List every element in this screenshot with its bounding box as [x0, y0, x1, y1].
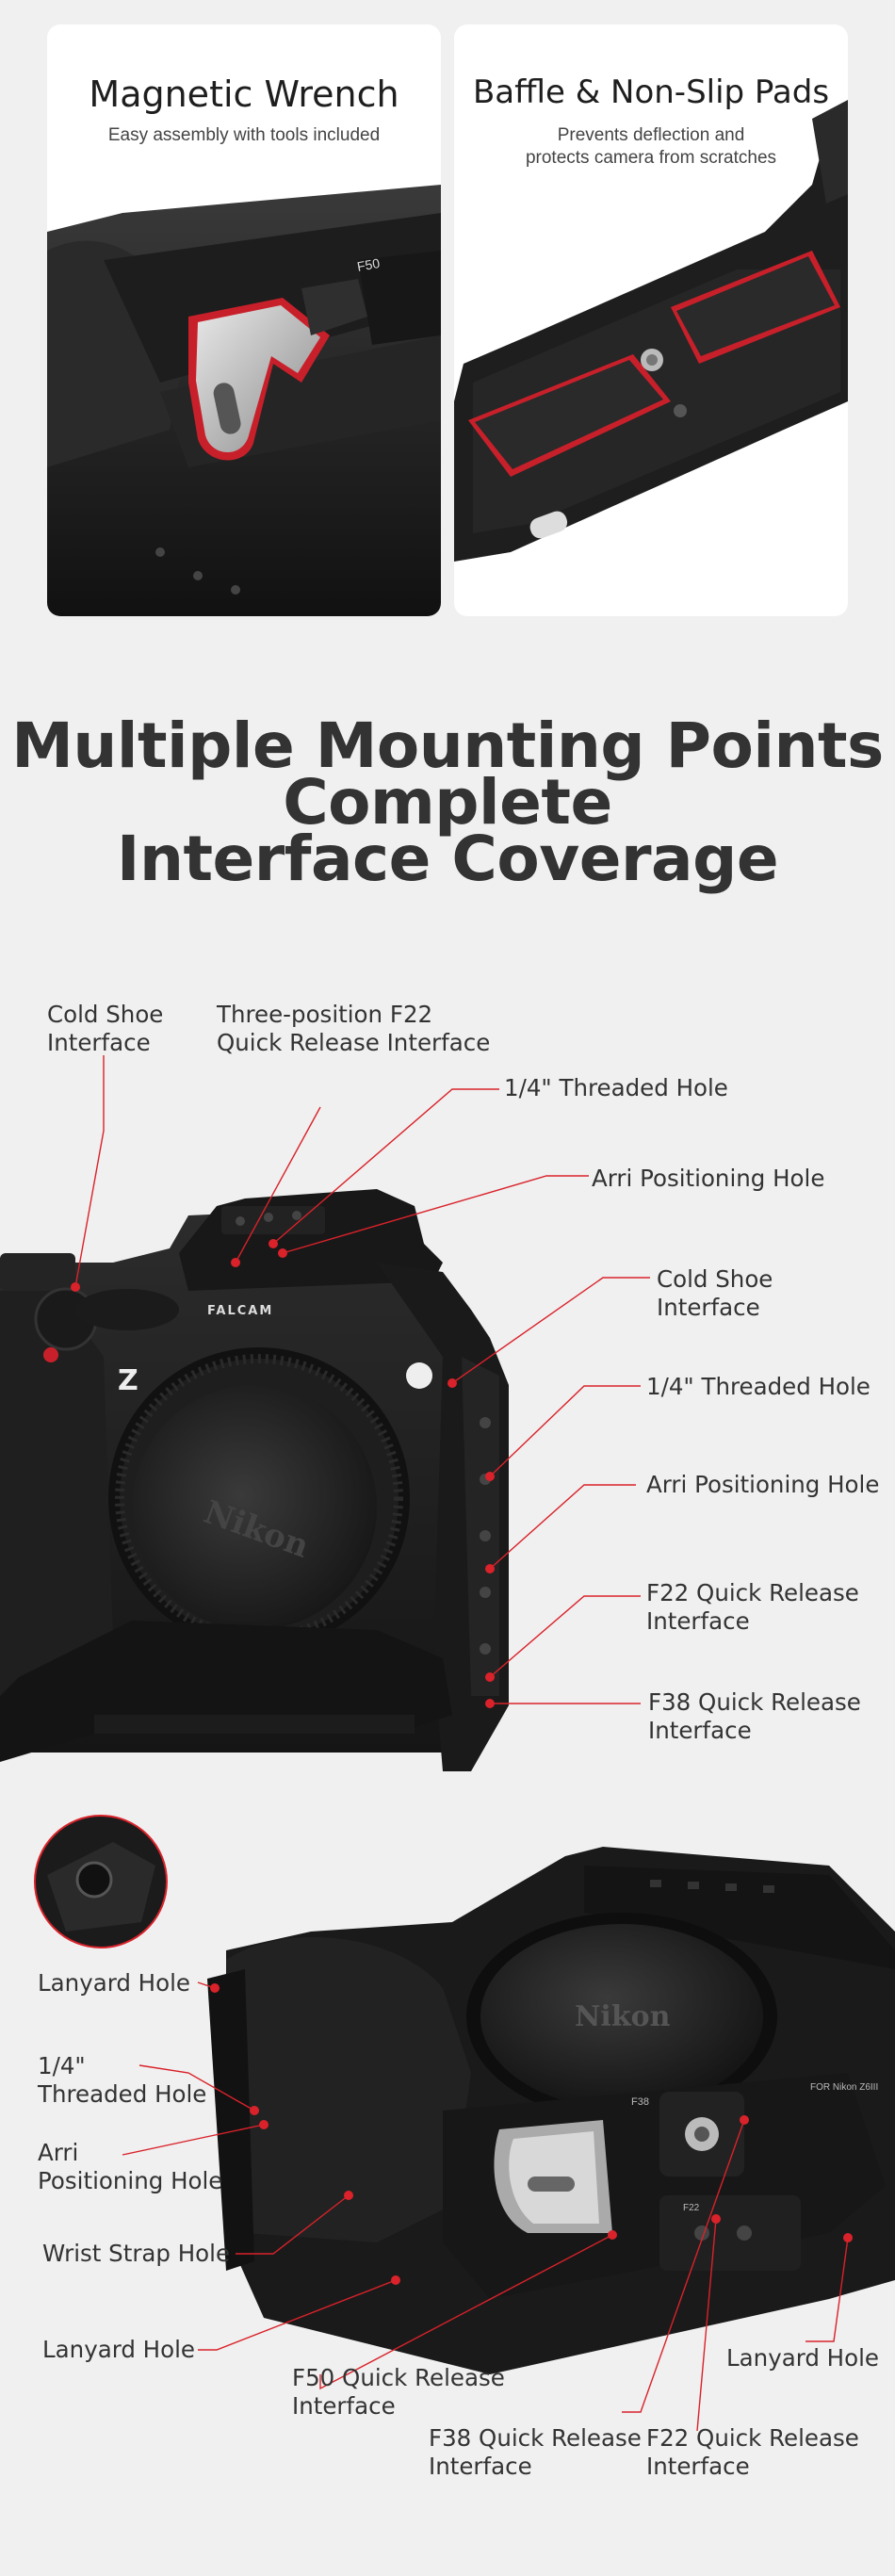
- label-line: Cold Shoe: [657, 1265, 773, 1293]
- label-line: F22 Quick Release: [646, 2424, 859, 2452]
- for-nikon-mark: FOR Nikon Z6III: [810, 2082, 878, 2093]
- section-heading: Multiple Mounting Points Complete Interf…: [0, 709, 895, 895]
- label-line: F22 Quick Release: [646, 1579, 859, 1606]
- card-subtitle-line2: protects camera from scratches: [525, 148, 777, 168]
- feature-card-magnetic-wrench: Magnetic Wrench Easy assembly with tools…: [47, 24, 441, 616]
- label-line: Quick Release Interface: [217, 1029, 491, 1056]
- label-threaded-hole-side: 1/4" Threaded Hole: [646, 1373, 871, 1400]
- label-arri-hole-side: Arri Positioning Hole: [646, 1471, 880, 1498]
- camera-cage-front-image: FALCAM Nikon Z: [0, 1055, 650, 1771]
- label-line: F50 Quick Release: [292, 2364, 505, 2391]
- label-line: Interface: [292, 2392, 396, 2420]
- magnetic-wrench-image: F50: [47, 185, 441, 616]
- label-f22-side: F22 Quick Release Interface: [646, 1579, 859, 1636]
- label-line: Positioning Hole: [38, 2167, 223, 2194]
- f50-mark: F50: [356, 255, 382, 274]
- label-line: F38 Quick Release: [648, 1688, 861, 1716]
- label-line: Interface: [657, 1294, 760, 1321]
- label-line: Threaded Hole: [38, 2080, 207, 2108]
- label-arri-hole-bottom: Arri Positioning Hole: [38, 2139, 222, 2195]
- label-line: F38 Quick Release: [429, 2424, 642, 2452]
- card-subtitle: Easy assembly with tools included: [107, 125, 381, 145]
- label-three-position-f22: Three-position F22 Quick Release Interfa…: [217, 1001, 490, 1057]
- label-lanyard-hole-2: Lanyard Hole: [42, 2336, 195, 2363]
- camera-cage-bottom-image: Nikon F38 F22 FOR Nikon Z6III: [34, 1815, 895, 2432]
- label-line: Interface: [646, 2453, 750, 2480]
- label-threaded-hole-top: 1/4" Threaded Hole: [504, 1074, 728, 1101]
- label-threaded-hole-bottom: 1/4" Threaded Hole: [38, 2052, 206, 2109]
- label-line: Interface: [429, 2453, 532, 2480]
- heading-line-1: Multiple Mounting Points: [11, 709, 884, 782]
- label-line: Three-position F22: [217, 1001, 433, 1028]
- label-line: Interface: [47, 1029, 151, 1056]
- label-line: Interface: [648, 1717, 752, 1744]
- falcam-mark: FALCAM: [207, 1304, 273, 1318]
- label-arri-hole-top: Arri Positioning Hole: [592, 1165, 825, 1192]
- nikon-mark: Nikon: [575, 2000, 671, 2033]
- label-line: Interface: [646, 1607, 750, 1635]
- label-cold-shoe-left: Cold Shoe Interface: [47, 1001, 163, 1057]
- label-lanyard-hole-1: Lanyard Hole: [38, 1969, 190, 1997]
- f38-mark: F38: [631, 2096, 649, 2108]
- label-f50-bottom: F50 Quick Release Interface: [292, 2364, 505, 2421]
- card-title: Magnetic Wrench: [89, 73, 399, 115]
- label-lanyard-hole-3: Lanyard Hole: [726, 2344, 879, 2372]
- label-f22-bottom: F22 Quick Release Interface: [646, 2424, 859, 2481]
- label-line: Cold Shoe: [47, 1001, 164, 1028]
- card-title: Baffle & Non-Slip Pads: [472, 73, 830, 111]
- label-wrist-strap-hole: Wrist Strap Hole: [42, 2240, 231, 2267]
- feature-card-baffle-pads: Baffle & Non-Slip Pads Prevents deflecti…: [454, 24, 848, 616]
- baffle-pads-image: [454, 100, 848, 562]
- card-subtitle-line1: Prevents deflection and: [557, 125, 745, 145]
- label-line: 1/4": [38, 2052, 86, 2079]
- f22-mark: F22: [683, 2203, 700, 2213]
- z-mark: Z: [118, 1364, 138, 1397]
- heading-line-3: Interface Coverage: [116, 823, 779, 895]
- label-f38-bottom: F38 Quick Release Interface: [429, 2424, 642, 2481]
- label-cold-shoe-right: Cold Shoe Interface: [657, 1265, 773, 1322]
- label-line: Arri: [38, 2139, 79, 2166]
- label-f38-side: F38 Quick Release Interface: [648, 1688, 861, 1745]
- heading-line-2: Complete: [283, 766, 612, 839]
